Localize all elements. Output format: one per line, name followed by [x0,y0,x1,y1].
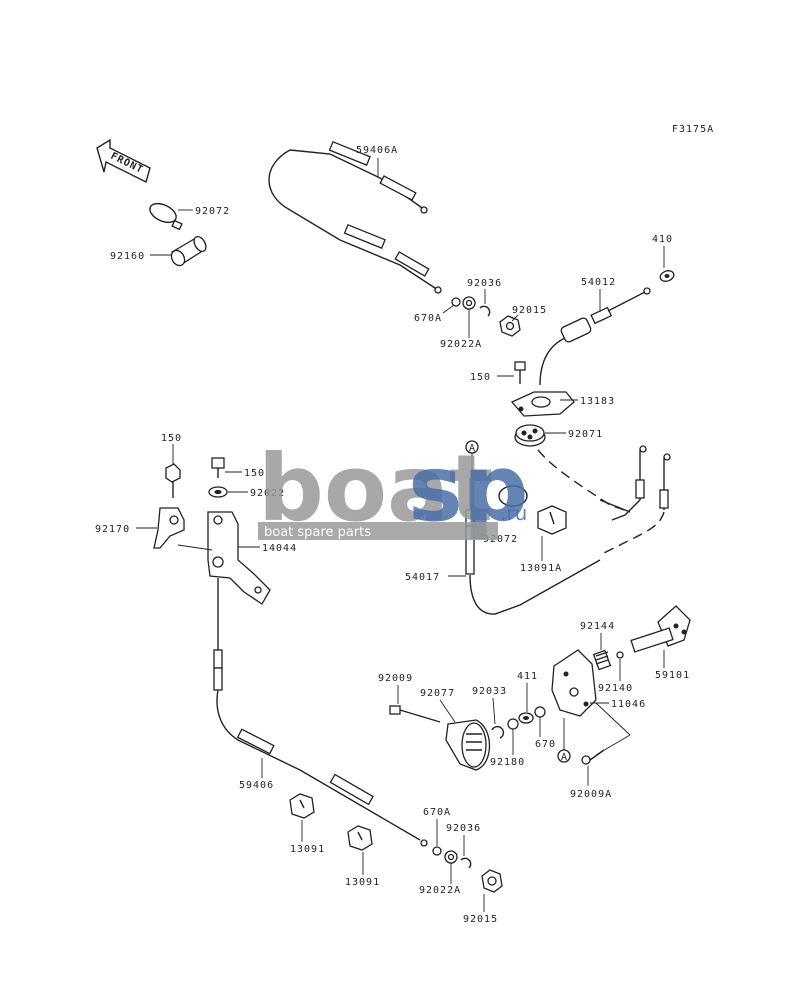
cable-ends-right [599,445,671,556]
block-13091-b [347,825,373,851]
label-92015-b: 92015 [463,914,498,925]
label-411: 411 [517,671,538,682]
lever-59101 [630,605,691,653]
clamp-92072-b [498,485,528,507]
label-670: 670 [535,739,556,750]
label-670A-b: 670A [423,807,451,818]
callout-a-upper: A [465,440,479,470]
front-arrow-icon: FRONT [96,138,151,184]
plate-11046 [551,649,597,717]
label-59406A: 59406A [356,145,398,156]
watermark-tagline: boat spare parts [264,525,371,540]
label-13183: 13183 [580,396,615,407]
label-92015-a: 92015 [512,305,547,316]
plate-13183 [510,391,575,417]
label-11046: 11046 [611,699,646,710]
label-92036-b: 92036 [446,823,481,834]
label-13091-a: 13091 [290,844,325,855]
bolt-150-c [211,457,225,478]
grommet-92071 [514,424,546,447]
label-92009: 92009 [378,673,413,684]
clip-92033 [491,725,505,739]
svg-text:A: A [469,443,476,454]
label-150-c: 150 [244,468,265,479]
label-92144: 92144 [580,621,615,632]
label-92072-b: 92072 [483,534,518,545]
screw-92009 [389,705,441,723]
label-410: 410 [652,234,673,245]
pin-92140 [616,651,624,659]
watermark-suffix: .ru [500,501,527,525]
label-92036-a: 92036 [467,278,502,289]
label-92033: 92033 [472,686,507,697]
bracket-92170 [153,507,185,549]
label-59101: 59101 [655,670,690,681]
callout-a-lower: A [557,718,571,763]
label-54017: 54017 [405,572,440,583]
clamp-92072-a [149,202,183,231]
spring-92144 [592,649,612,671]
label-92022A-a: 92022A [440,339,482,350]
block-13091A [537,505,567,535]
label-92071: 92071 [568,429,603,440]
bolt-150-b [165,463,181,498]
label-150-a: 150 [470,372,491,383]
figure-code: F3175A [672,124,714,135]
throttle-cable-upper [268,140,442,294]
bracket-14044 [207,511,271,605]
label-13091A: 13091A [520,563,562,574]
label-92170: 92170 [95,524,130,535]
label-92180: 92180 [490,757,525,768]
circlip-92036-a [479,305,491,317]
oring-670A-a [451,297,461,307]
choke-cable-54012 [539,287,651,386]
watermark: boat sp .ru boat spare parts [258,435,529,542]
label-92009A: 92009A [570,789,612,800]
label-92022: 92022 [250,488,285,499]
screw-92009A [581,749,605,765]
circlip-92036-b [460,857,472,869]
block-13091-a [289,793,315,819]
label-92160: 92160 [110,251,145,262]
grommet-92160 [170,235,207,267]
label-92077: 92077 [420,688,455,699]
oring-670 [534,706,546,718]
washer-92180 [507,718,519,730]
label-92140: 92140 [598,683,633,694]
knob-92077 [445,719,490,771]
label-13091-b: 13091 [345,877,380,888]
bolt-150-a [514,361,526,384]
throttle-cable-lower [213,578,428,847]
label-92072-a: 92072 [195,206,230,217]
label-92022A-b: 92022A [419,885,461,896]
label-150-b: 150 [161,433,182,444]
label-670A-a: 670A [414,313,442,324]
label-54012: 54012 [581,277,616,288]
svg-text:A: A [561,752,568,763]
label-59406: 59406 [239,780,274,791]
oring-670A-b [432,846,442,856]
label-14044: 14044 [262,543,297,554]
